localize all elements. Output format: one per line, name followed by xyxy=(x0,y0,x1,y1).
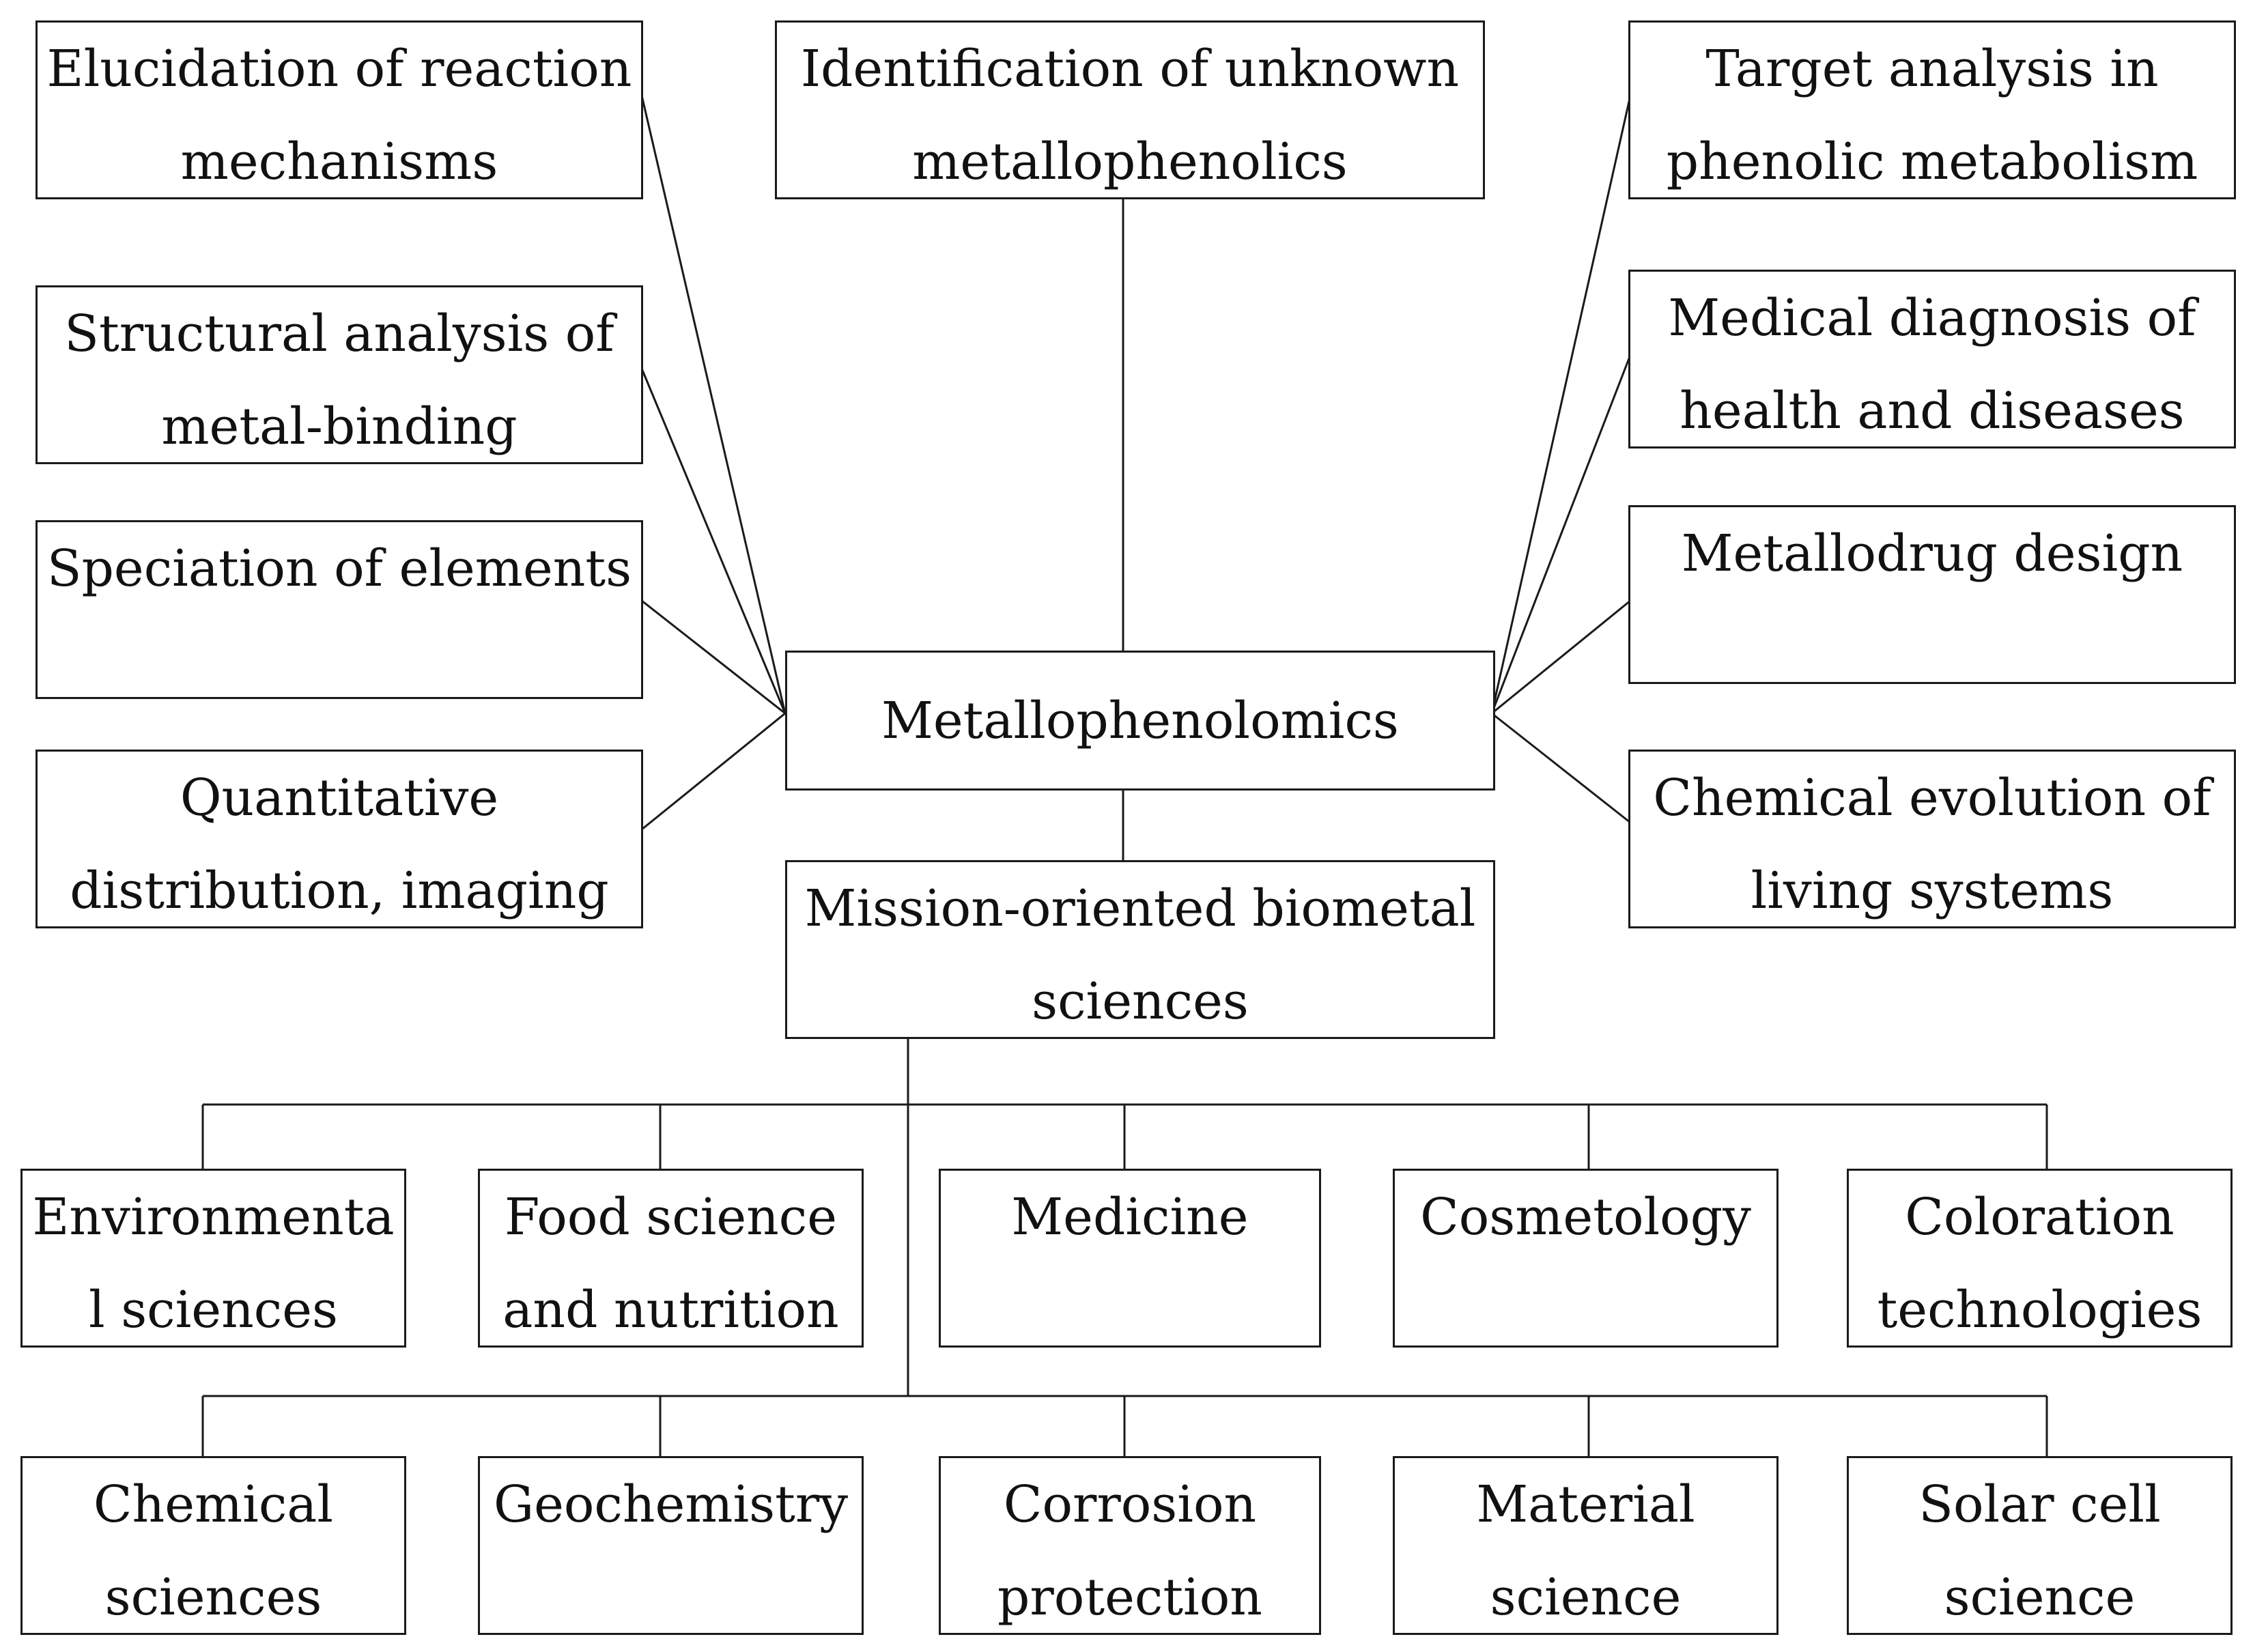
connector-right-3 xyxy=(1491,599,1631,715)
connector-right-4 xyxy=(1491,712,1631,824)
box-chemical-evolution: Chemical evolution of living systems xyxy=(1628,750,2236,928)
box-target-analysis: Target analysis in phenolic metabolism xyxy=(1628,20,2236,199)
box-structural-analysis: Structural analysis of metal-binding xyxy=(36,285,643,464)
connector-left-3 xyxy=(641,599,786,715)
connector-left-1 xyxy=(640,95,787,714)
box-food-science: Food science and nutrition xyxy=(478,1169,864,1348)
box-coloration-technologies: Coloration technologies xyxy=(1847,1169,2233,1348)
box-geochemistry: Geochemistry xyxy=(478,1456,864,1635)
connector-right-2 xyxy=(1490,354,1632,714)
connector-left-2 xyxy=(640,368,787,714)
box-environmental-sciences: Environmenta l sciences xyxy=(20,1169,406,1348)
connector-right-1 xyxy=(1490,95,1632,714)
box-metallophenolomics: Metallophenolomics xyxy=(785,651,1495,791)
box-solar-cell-science: Solar cell science xyxy=(1847,1456,2233,1635)
box-medicine: Medicine xyxy=(939,1169,1321,1348)
box-chemical-sciences: Chemical sciences xyxy=(20,1456,406,1635)
box-metallodrug-design: Metallodrug design xyxy=(1628,505,2236,684)
box-corrosion-protection: Corrosion protection xyxy=(939,1456,1321,1635)
box-quantitative: Quantitative distribution, imaging xyxy=(36,750,643,928)
box-elucidation: Elucidation of reaction mechanisms xyxy=(36,20,643,199)
box-material-science: Material science xyxy=(1393,1456,1779,1635)
connector-left-4 xyxy=(641,712,786,831)
box-speciation: Speciation of elements xyxy=(36,520,643,699)
box-mission-oriented: Mission-oriented biometal sciences xyxy=(785,860,1495,1039)
box-cosmetology: Cosmetology xyxy=(1393,1169,1779,1348)
box-identification: Identification of unknown metallophenoli… xyxy=(775,20,1485,199)
box-medical-diagnosis: Medical diagnosis of health and diseases xyxy=(1628,270,2236,448)
